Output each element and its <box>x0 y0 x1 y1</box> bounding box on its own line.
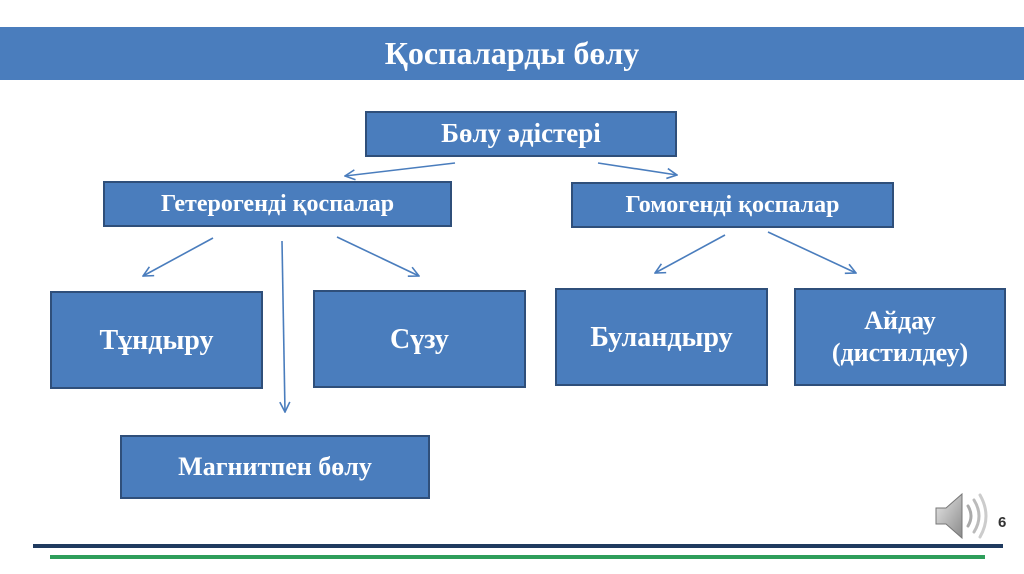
title-bar: Қоспаларды бөлу <box>0 27 1024 80</box>
node-bulandyru-label: Буландыру <box>590 321 733 353</box>
node-aidau: Айдау (дистилдеу) <box>794 288 1006 386</box>
node-heterogeneous: Гетерогенді қоспалар <box>103 181 452 227</box>
footer-line-green <box>50 555 985 559</box>
node-homogeneous: Гомогенді қоспалар <box>571 182 894 228</box>
arrow-root-to-homo <box>597 162 677 175</box>
node-tundyru: Тұндыру <box>50 291 263 389</box>
node-root-label: Бөлу әдістері <box>441 118 601 149</box>
arrow-homo-to-bulandyru <box>655 234 726 273</box>
speaker-icon[interactable] <box>932 487 990 545</box>
node-magnit-label: Магнитпен бөлу <box>178 451 372 481</box>
node-suzu-label: Сүзу <box>390 323 449 355</box>
node-homogeneous-label: Гомогенді қоспалар <box>625 192 840 218</box>
arrow-hetero-to-tundyru <box>143 237 214 276</box>
arrow-root-to-hetero <box>345 162 456 176</box>
slide-title: Қоспаларды бөлу <box>384 35 640 71</box>
arrow-homo-to-aidau <box>767 231 856 273</box>
footer-line-navy <box>33 544 1003 548</box>
page-number: 6 <box>998 514 1007 531</box>
node-bulandyru: Буландыру <box>555 288 768 386</box>
node-aidau-label: Айдау (дистилдеу) <box>831 305 969 368</box>
node-suzu: Сүзу <box>313 290 526 388</box>
node-root: Бөлу әдістері <box>365 111 677 157</box>
arrow-hetero-to-magnit <box>282 240 285 412</box>
node-heterogeneous-label: Гетерогенді қоспалар <box>160 191 395 217</box>
node-magnit: Магнитпен бөлу <box>120 435 430 499</box>
arrow-hetero-to-suzu <box>336 236 419 276</box>
node-tundyru-label: Тұндыру <box>99 324 214 356</box>
